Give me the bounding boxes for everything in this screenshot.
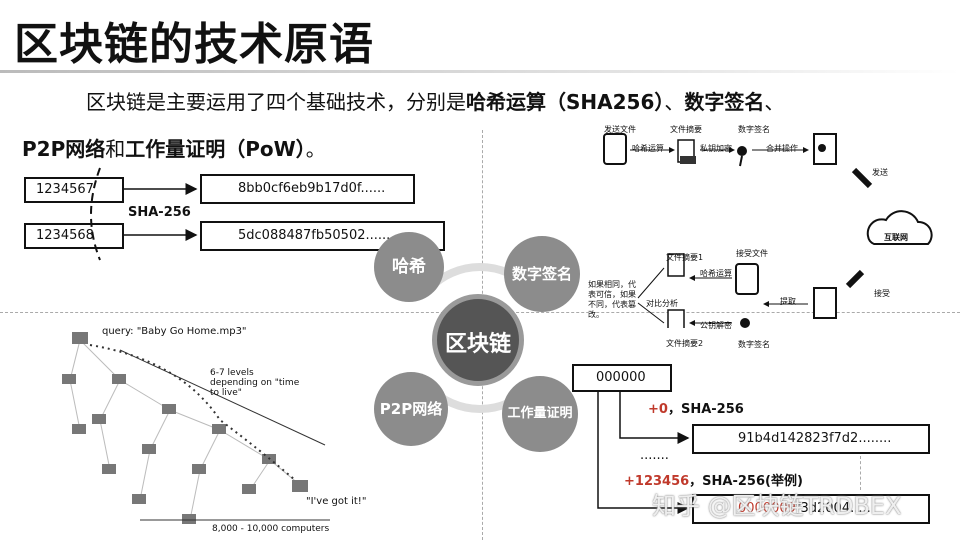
- p2p-network-graphic: [62, 332, 330, 524]
- intro-hash: 哈希运算（SHA256）: [466, 90, 665, 114]
- p2p-query: query: "Baby Go Home.mp3": [102, 326, 247, 337]
- node-core-label: 区块链: [444, 332, 511, 357]
- signature-graphics: [603, 133, 933, 328]
- pow-ellipsis: .......: [640, 448, 669, 463]
- title-divider: [0, 70, 960, 73]
- intro-pow: 工作量证明（PoW）: [125, 137, 306, 161]
- node-hash: 哈希: [374, 232, 444, 302]
- intro-sep: 、: [664, 90, 685, 114]
- pow-step-1-num: +0: [648, 402, 668, 417]
- sig-extract: 提取: [780, 297, 796, 306]
- sig-hash-op-2: 哈希运算: [700, 269, 732, 278]
- sig-signature: 数字签名: [738, 125, 770, 134]
- sig-private-key: 私钥加密: [700, 144, 732, 153]
- pow-hash-2-prefix: 0000009: [738, 501, 796, 516]
- sig-receive: 接受: [874, 289, 890, 298]
- pow-step-2-num: +123456: [624, 474, 690, 489]
- intro-end: 。: [305, 137, 326, 161]
- hash-output-1: 8bb0cf6eb9b17d0f......: [200, 174, 415, 204]
- intro-line-1: 区块链是主要运用了四个基础技术，分别是哈希运算（SHA256）、数字签名、: [86, 86, 784, 115]
- sig-signature-2: 数字签名: [738, 340, 770, 349]
- p2p-got-it: "I've got it!": [306, 496, 367, 507]
- pow-vertical-dots: [860, 456, 861, 490]
- pow-hash-2: 0000009f3d2004.....: [692, 494, 930, 524]
- sig-note: 如果相同，代表可信，如果不同，代表篡改。: [588, 280, 636, 319]
- pow-start: 000000: [572, 364, 672, 392]
- pow-step-2-text: ，SHA-256(举例): [689, 474, 803, 489]
- intro-text: 区块链是主要运用了四个基础技术，分别是: [86, 90, 466, 114]
- sig-merge: 合并操作: [766, 144, 798, 153]
- sig-compare: 对比分析: [646, 299, 678, 308]
- hash-input-2: 1234568: [24, 223, 124, 249]
- intro-sep: 、: [764, 90, 785, 114]
- intro-line-2: P2P网络和工作量证明（PoW）。: [22, 133, 326, 162]
- sig-send-file: 发送文件: [604, 125, 636, 134]
- pow-arrows: [597, 392, 690, 514]
- sig-digest: 文件摘要: [670, 125, 702, 134]
- node-signature: 数字签名: [504, 236, 580, 312]
- intro-and: 和: [105, 137, 126, 161]
- pow-hash-1: 91b4d142823f7d2........: [692, 424, 930, 454]
- node-p2p-label: P2P网络: [379, 400, 443, 418]
- node-signature-label: 数字签名: [511, 265, 572, 283]
- pow-step-1-text: ，SHA-256: [667, 402, 744, 417]
- pow-step-1: +0，SHA-256: [648, 398, 744, 417]
- intro-p2p: P2P网络: [22, 137, 106, 161]
- node-pow-label: 工作量证明: [507, 406, 573, 421]
- node-pow: 工作量证明: [502, 376, 578, 452]
- node-p2p: P2P网络: [374, 372, 448, 446]
- watermark: 知乎 @区块链TRDBEX: [652, 492, 902, 520]
- sig-recv-file: 接受文件: [736, 249, 768, 258]
- p2p-computers: 8,000 - 10,000 computers: [212, 524, 330, 534]
- hash-algo-label: SHA-256: [128, 205, 191, 220]
- pow-step-2: +123456，SHA-256(举例): [624, 470, 803, 489]
- node-hash-label: 哈希: [392, 257, 426, 277]
- sig-send: 发送: [872, 168, 888, 177]
- node-core: 区块链: [432, 294, 524, 386]
- sig-hash-op: 哈希运算: [632, 144, 664, 153]
- sig-internet: 互联网: [884, 233, 908, 242]
- pow-hash-2-rest: f3d2004.....: [795, 501, 871, 516]
- p2p-levels: 6-7 levels depending on "time to live": [210, 368, 300, 398]
- hash-input-1: 1234567: [24, 177, 124, 203]
- sig-public-key: 公钥解密: [700, 321, 732, 330]
- hash-arrows: [90, 167, 198, 261]
- sig-digest-1: 文件摘要1: [666, 253, 704, 262]
- page-title: 区块链的技术原语: [14, 19, 374, 70]
- intro-sig: 数字签名: [684, 90, 765, 114]
- sig-digest-2: 文件摘要2: [666, 339, 704, 348]
